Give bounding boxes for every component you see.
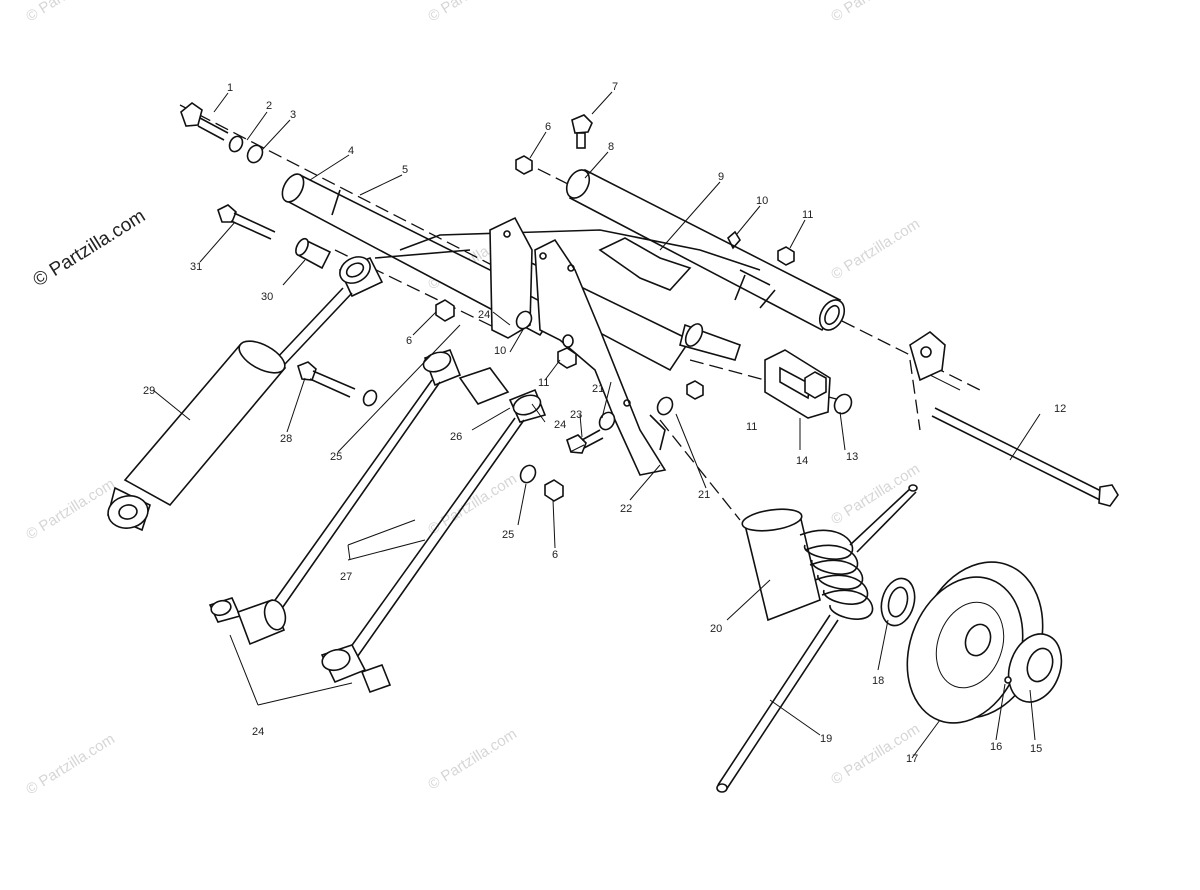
callout-17: 17 [906,753,918,765]
callout-6-top: 6 [545,121,551,133]
callout-16: 16 [990,741,1002,753]
shock-absorber [107,256,384,532]
callout-numbers: 1 2 3 4 5 6 7 8 9 10 11 12 13 14 15 16 1… [143,81,1066,765]
callout-27: 27 [340,571,352,583]
callout-24-bolt: 24 [554,419,566,431]
callout-10-top: 10 [756,195,768,207]
callout-24-rods: 24 [252,726,264,738]
callout-11-mid: 11 [538,377,549,389]
callout-30: 30 [261,291,273,303]
callout-25-right: 25 [502,529,514,541]
watermark: © Partzilla.com [828,0,923,25]
callout-1: 1 [227,82,233,94]
callout-20: 20 [710,623,722,635]
callout-6-bottom: 6 [552,549,558,561]
watermark: © Partzilla.com [425,0,520,25]
callout-22: 22 [620,503,632,515]
callout-15: 15 [1030,743,1042,755]
callout-4: 4 [348,145,354,157]
callout-24-bracket: 24 [478,309,490,321]
torsion-spring [716,484,918,793]
watermark: © Partzilla.com [23,730,118,798]
callout-21-right: 21 [698,489,710,501]
watermark: © Partzilla.com [23,475,118,543]
torque-rods [208,349,547,694]
callout-2: 2 [266,100,272,112]
callout-11-top: 11 [802,209,813,221]
callout-29: 29 [143,385,155,397]
watermark: © Partzilla.com [425,725,520,793]
callout-12: 12 [1054,403,1066,415]
callout-7: 7 [612,81,618,93]
idler-wheel [906,561,1063,724]
callout-26: 26 [450,431,462,443]
callout-8: 8 [608,141,614,153]
hardware [180,101,1119,507]
callout-19: 19 [820,733,832,745]
callout-25-left: 25 [330,451,342,463]
callout-13: 13 [846,451,858,463]
watermark: © Partzilla.com [23,0,118,25]
callout-11-right: 11 [746,421,757,433]
callout-10-mid: 10 [494,345,506,357]
watermark: © Partzilla.com [828,460,923,528]
callout-23: 23 [570,409,582,421]
leader-lines [152,91,1041,759]
callout-14: 14 [796,455,808,467]
callout-18: 18 [872,675,884,687]
watermark: © Partzilla.com [828,215,923,283]
callout-5: 5 [402,164,408,176]
callout-6-left: 6 [406,335,412,347]
watermark-main: © Partzilla.com [30,206,150,292]
rear-cross-shaft [565,168,846,332]
callout-28: 28 [280,433,292,445]
callout-9: 9 [718,171,724,183]
callout-3: 3 [290,109,296,121]
callout-21-left: 21 [592,383,604,395]
callout-31: 31 [190,261,202,273]
